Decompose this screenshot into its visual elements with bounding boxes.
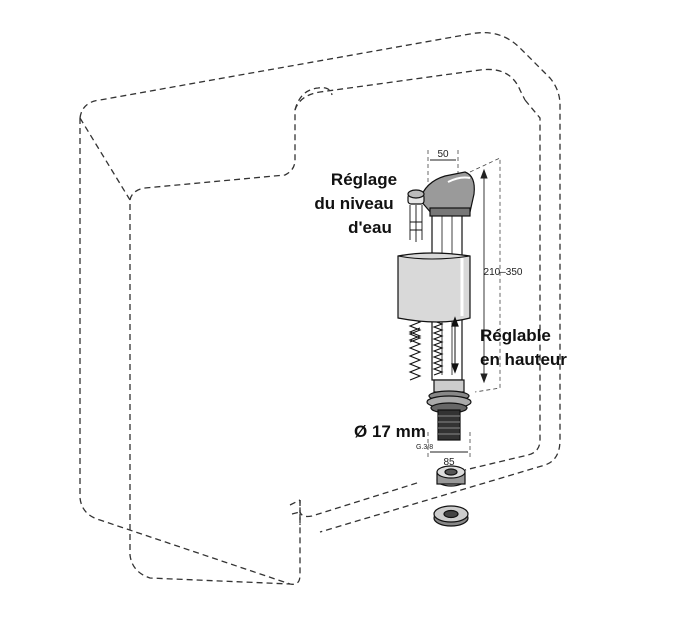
diameter-label: Ø 17 mm [354, 422, 426, 441]
thread-label: G.3/8 [416, 444, 433, 451]
height-label-line1: Réglable [480, 326, 551, 345]
dim-base-width: 85 [443, 457, 455, 468]
cistern-outline [79, 31, 561, 585]
float-cup [397, 252, 471, 323]
level-label-line2: du niveau [314, 194, 393, 213]
lock-nut [436, 465, 466, 487]
dim-top-width: 50 [437, 149, 449, 160]
valve-head [419, 171, 475, 215]
washer [433, 505, 469, 527]
fill-valve [397, 171, 475, 441]
level-label-line3: d'eau [348, 218, 392, 237]
spring-right [432, 320, 444, 376]
dimension-arrows [430, 159, 488, 453]
dim-height-range: 210–350 [484, 267, 523, 278]
height-label-line2: en hauteur [480, 350, 567, 369]
level-label-line1: Réglage [331, 170, 397, 189]
level-adjust-knob [407, 189, 425, 242]
